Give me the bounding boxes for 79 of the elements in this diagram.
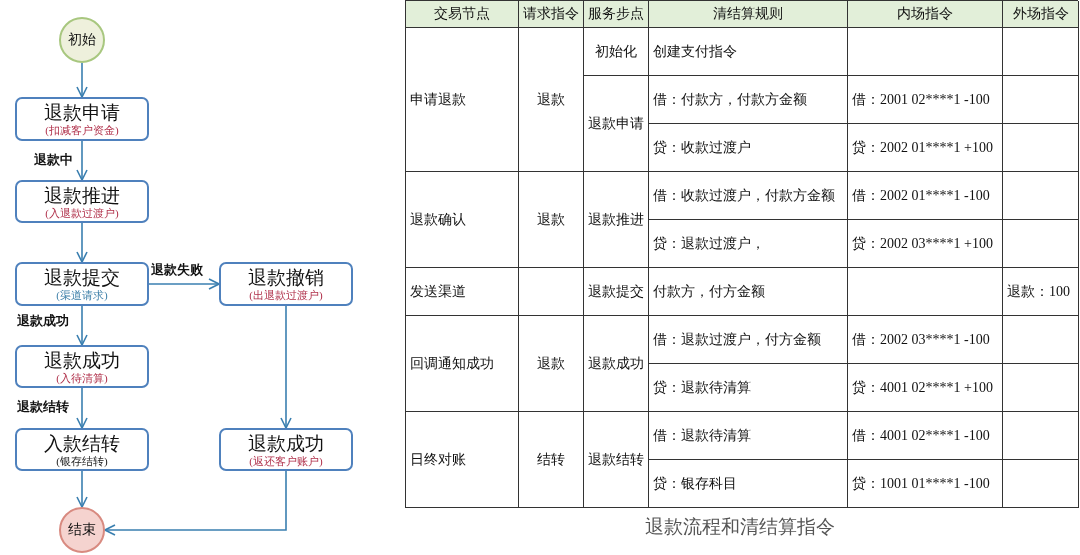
- header-cell: 交易节点: [406, 1, 519, 28]
- table-cell: 退款推进: [584, 172, 649, 268]
- state-note: (扣减客户资金): [45, 123, 119, 137]
- edge-label: 退款结转: [17, 399, 69, 415]
- state-name: 初始: [68, 31, 96, 49]
- arrow: [76, 387, 88, 429]
- table-cell: 贷：退款待清算: [649, 364, 848, 412]
- table-cell: 退款: [519, 316, 584, 412]
- arrow: [104, 470, 287, 536]
- table-cell: 申请退款: [406, 28, 519, 172]
- header-cell: 服务步点: [584, 1, 649, 28]
- state-box: [15, 345, 149, 388]
- header-cell: 清结算规则: [649, 1, 848, 28]
- table-cell: 借：收款过渡户，付款方金额: [649, 172, 848, 220]
- table-cell: 退款提交: [584, 268, 649, 316]
- state-name: 退款申请: [44, 101, 120, 123]
- start-circle: [59, 17, 105, 63]
- state-box: [15, 180, 149, 223]
- table-cell: 退款结转: [584, 412, 649, 508]
- table-cell: 付款方，付方金额: [649, 268, 848, 316]
- edge-label: 退款成功: [17, 313, 69, 329]
- table-cell: 退款: [519, 172, 584, 268]
- edge-label: 退款失败: [151, 262, 203, 278]
- state-note: (入待清算): [56, 370, 108, 385]
- table-cell: 贷：2002 03****1 +100: [848, 220, 1003, 268]
- table-cell: 贷：银存科目: [649, 460, 848, 508]
- end-circle: [59, 507, 105, 553]
- table-cell: 退款成功: [584, 316, 649, 412]
- table-cell: 初始化: [584, 28, 649, 76]
- table-cell: 创建支付指令: [649, 28, 848, 76]
- table-cell: 退款确认: [406, 172, 519, 268]
- arrow: [76, 140, 88, 181]
- state-note: (出退款过渡户): [249, 288, 323, 302]
- table-cell: 借：付款方，付款方金额: [649, 76, 848, 124]
- state-name: 退款成功: [44, 348, 120, 371]
- state-name: 退款提交: [44, 266, 120, 288]
- arrow: [76, 305, 88, 346]
- table-cell: 退款：100: [1003, 268, 1079, 316]
- state-box: [219, 262, 353, 306]
- table-cell: 借：2002 03****1 -100: [848, 316, 1003, 364]
- table-cell: 贷：2002 01****1 +100: [848, 124, 1003, 172]
- state-note: (返还客户账户): [249, 453, 323, 468]
- header-cell: 请求指令: [519, 1, 584, 28]
- state-name: 退款成功: [248, 431, 324, 454]
- state-note: (渠道请求): [56, 288, 108, 302]
- arrow: [76, 470, 88, 508]
- table-cell: 日终对账: [406, 412, 519, 508]
- table-cell: 贷：4001 02****1 +100: [848, 364, 1003, 412]
- table-cell: 结转: [519, 412, 584, 508]
- table-cell: 退款: [519, 28, 584, 172]
- state-box: [15, 97, 149, 141]
- state-box: [15, 262, 149, 306]
- state-note: (入退款过渡户): [45, 205, 119, 220]
- table-cell: 借：退款过渡户，付方金额: [649, 316, 848, 364]
- state-name: 退款推进: [44, 183, 120, 206]
- table-cell: 退款申请: [584, 76, 649, 172]
- arrow: [280, 305, 292, 429]
- table-cell: 借：2002 01****1 -100: [848, 172, 1003, 220]
- state-box: [219, 428, 353, 471]
- header-cell: 内场指令: [848, 1, 1003, 28]
- table-cell: 贷：1001 01****1 -100: [848, 460, 1003, 508]
- table-cell: 贷：退款过渡户，: [649, 220, 848, 268]
- state-name: 结束: [68, 521, 96, 539]
- table-cell: 发送渠道: [406, 268, 519, 316]
- table-cell: 贷：收款过渡户: [649, 124, 848, 172]
- table-cell: 借：2001 02****1 -100: [848, 76, 1003, 124]
- table-cell: 借：4001 02****1 -100: [848, 412, 1003, 460]
- arrow: [76, 222, 88, 263]
- state-note: (银存结转): [56, 453, 108, 468]
- state-name: 入款结转: [44, 431, 120, 454]
- arrow: [148, 278, 220, 290]
- state-box: [15, 428, 149, 471]
- state-name: 退款撤销: [248, 266, 324, 288]
- header-cell: 外场指令: [1003, 1, 1079, 28]
- arrow: [76, 62, 88, 98]
- table-cell: 借：退款待清算: [649, 412, 848, 460]
- edge-label: 退款中: [34, 152, 73, 168]
- table-cell: 回调通知成功: [406, 316, 519, 412]
- caption: 退款流程和清结算指令: [645, 514, 835, 539]
